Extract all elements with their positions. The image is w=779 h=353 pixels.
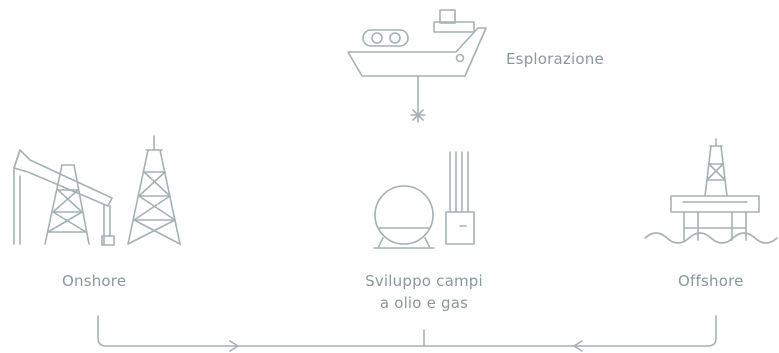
label-development-line2: a olio e gas [379, 294, 469, 312]
exploration-ship-icon [347, 9, 487, 123]
arrow-right-icon [229, 340, 239, 352]
label-development-line1: Sviluppo campi [365, 272, 483, 290]
offshore-platform-icon [644, 138, 778, 244]
flow-connectors [97, 315, 717, 352]
development-plant-icon [373, 151, 475, 249]
onshore-pumpjack-derrick-icon [13, 135, 181, 246]
label-exploration: Esplorazione [506, 50, 604, 68]
label-onshore: Onshore [62, 272, 127, 290]
arrow-left-icon [573, 340, 583, 352]
label-offshore: Offshore [678, 272, 744, 290]
